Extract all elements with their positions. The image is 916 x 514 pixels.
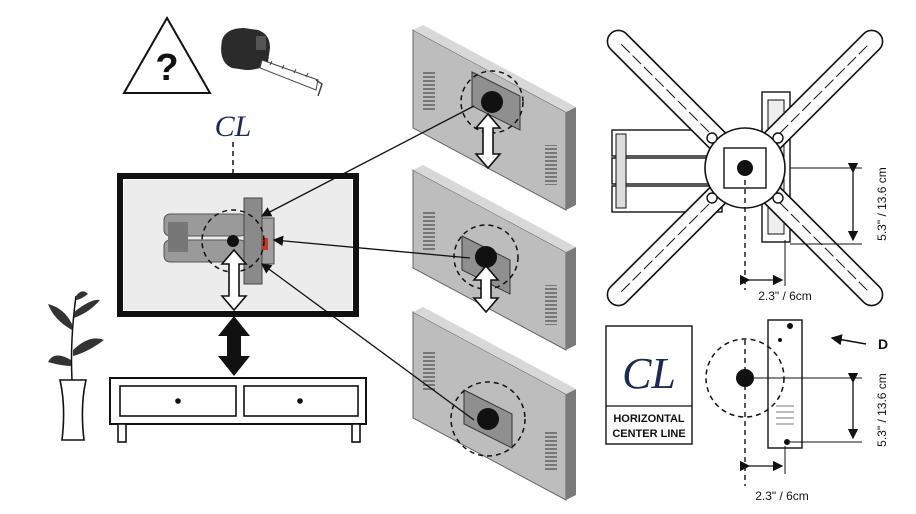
solid-height-arrow (218, 316, 250, 376)
offset-label-top: 2.3" / 6cm (758, 289, 812, 303)
pointer-arrow-3 (260, 263, 475, 421)
callout-arrow-d (830, 334, 867, 346)
warning-question-glyph: ? (155, 47, 178, 89)
hollow-arrow-panel-2 (472, 264, 500, 314)
wall-plate-template (767, 319, 803, 449)
mount-hole-2 (475, 246, 497, 268)
mount-hole-3 (477, 408, 499, 430)
center-line-glyph-card: CL (622, 349, 676, 398)
hollow-height-arrow-left (220, 248, 248, 312)
center-line-card-line2: CENTER LINE (612, 428, 685, 440)
center-line-glyph-top: CL (215, 110, 252, 143)
height-label-bottom: 5.3" / 13.6 cm (875, 373, 889, 447)
tv-stand-cabinet (109, 377, 367, 443)
mount-plate-circle-3 (450, 381, 526, 457)
wall-mount-arm-left (163, 197, 275, 285)
mount-center-dot-left (227, 235, 239, 247)
hollow-arrow-panel-1 (474, 112, 502, 170)
offset-label-bottom: 2.3" / 6cm (755, 489, 809, 503)
x-bracket (606, 29, 884, 307)
warning-question-icon: ? (122, 15, 212, 94)
horizontal-center-line-card: CL HORIZONTAL CENTER LINE (605, 325, 693, 445)
mount-hole-1 (481, 91, 503, 113)
height-label-top: 5.3" / 13.6 cm (875, 167, 889, 241)
potted-plant-icon (48, 291, 104, 441)
center-line-symbol-top: CL (215, 110, 252, 143)
tape-measure-icon (221, 28, 323, 97)
center-line-card-line1: HORIZONTAL (613, 413, 685, 425)
tv-back-panel-3 (412, 307, 576, 501)
callout-letter-d: D (878, 336, 888, 352)
pointer-arrow-1 (260, 105, 475, 217)
pointer-arrow-2 (272, 235, 471, 259)
